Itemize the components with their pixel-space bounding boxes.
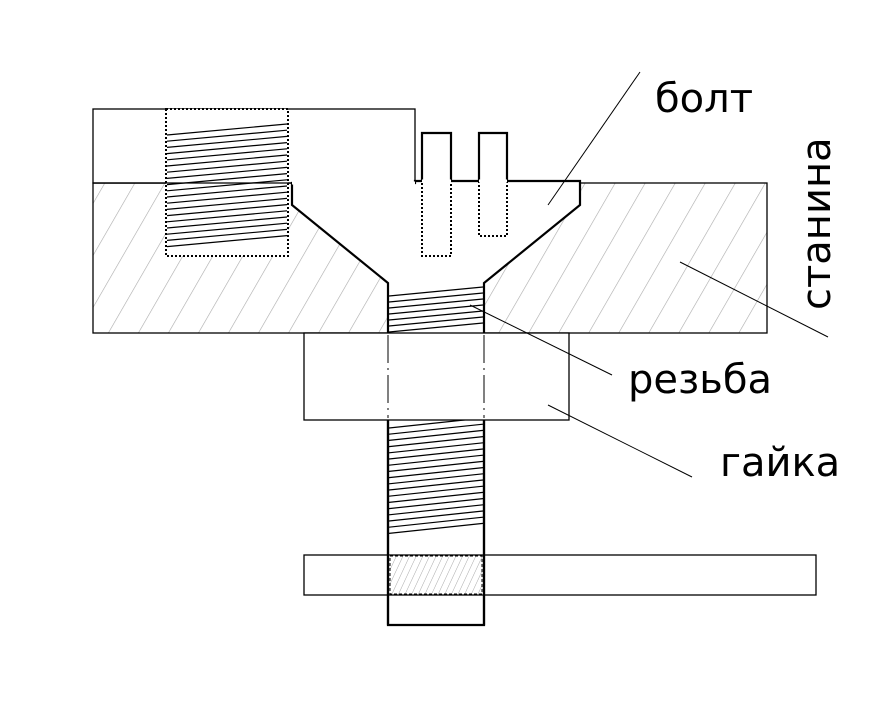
thread-line <box>388 316 484 327</box>
thread-line <box>388 292 484 303</box>
thread-line <box>166 160 288 173</box>
label-bolt: болт <box>655 76 753 122</box>
thread-line <box>166 123 288 136</box>
thread-line <box>388 298 484 309</box>
thread-line <box>388 510 484 522</box>
thread-line <box>388 498 484 510</box>
thread-line <box>388 310 484 321</box>
thread-line <box>388 442 484 454</box>
thread-line <box>388 516 484 528</box>
thread-line <box>166 228 288 241</box>
thread-line <box>388 522 484 534</box>
thread-line <box>388 286 484 297</box>
thread-line <box>388 304 484 315</box>
thread-line <box>166 191 288 204</box>
thread-line <box>166 197 288 210</box>
thread-line <box>166 216 288 229</box>
thread-line <box>166 204 288 217</box>
thread-line <box>166 166 288 179</box>
label-nut: гайка <box>720 440 840 486</box>
thread-line <box>166 154 288 167</box>
thread-line <box>388 423 484 435</box>
thread-line <box>388 436 484 448</box>
leader-bolt <box>547 71 641 206</box>
thread-line <box>388 467 484 479</box>
thread-line <box>166 222 288 235</box>
thread-line <box>388 448 484 460</box>
thread-line <box>166 185 288 198</box>
thread-line <box>388 491 484 503</box>
thread-line <box>388 504 484 516</box>
bottom-plate <box>303 554 817 596</box>
thread-line <box>388 473 484 485</box>
hole-thread-lines <box>166 123 288 248</box>
thread-line <box>166 135 288 148</box>
label-frame: станина <box>794 137 840 310</box>
leader-frame <box>679 261 829 338</box>
bottom-plate-section <box>389 555 483 595</box>
thread-line <box>388 454 484 466</box>
thread-line <box>388 485 484 497</box>
nut <box>303 332 570 421</box>
thread-line <box>388 460 484 472</box>
thread-line <box>166 148 288 161</box>
leader-nut <box>547 404 693 478</box>
bolt-thread-lines <box>388 286 484 534</box>
thread-line <box>388 322 484 333</box>
thread-line <box>166 179 288 192</box>
thread-line <box>388 429 484 441</box>
label-thread: резьба <box>628 357 772 403</box>
thread-line <box>166 235 288 248</box>
thread-line <box>388 479 484 491</box>
thread-line <box>166 210 288 223</box>
leader-thread <box>469 304 613 376</box>
thread-line <box>166 142 288 155</box>
thread-line <box>166 129 288 142</box>
